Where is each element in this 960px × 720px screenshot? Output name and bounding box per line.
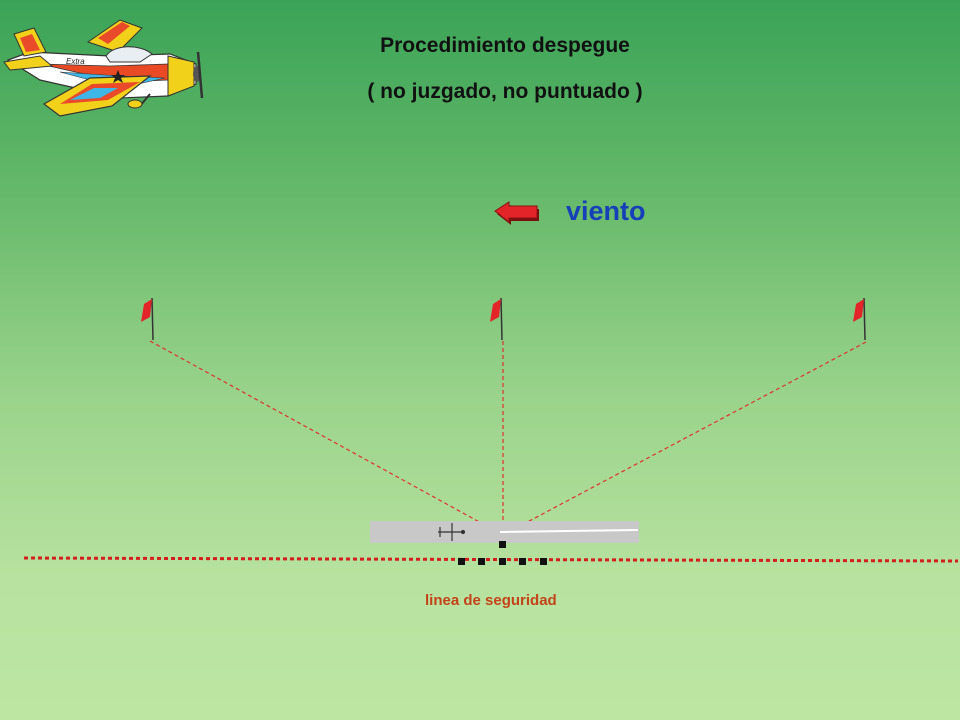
judge-markers	[458, 558, 547, 565]
arrow-left-icon	[494, 201, 539, 225]
flag-right-icon	[853, 297, 866, 341]
runway	[370, 521, 639, 543]
sight-lines	[149, 340, 867, 536]
safety-line-label: linea de seguridad	[425, 592, 557, 609]
pilot-position-marker	[499, 541, 506, 548]
page-subtitle: ( no juzgado, no puntuado )	[367, 80, 643, 103]
page-title: Procedimiento despegue	[380, 34, 630, 57]
wind-label: viento	[566, 196, 646, 226]
small-airplane-icon	[438, 523, 466, 541]
flag-center-icon	[490, 297, 503, 341]
flag-left-icon	[141, 297, 154, 341]
safety-line	[23, 556, 959, 563]
aerobatic-airplane-icon	[3, 19, 204, 117]
logo-text: Extra	[66, 57, 85, 66]
